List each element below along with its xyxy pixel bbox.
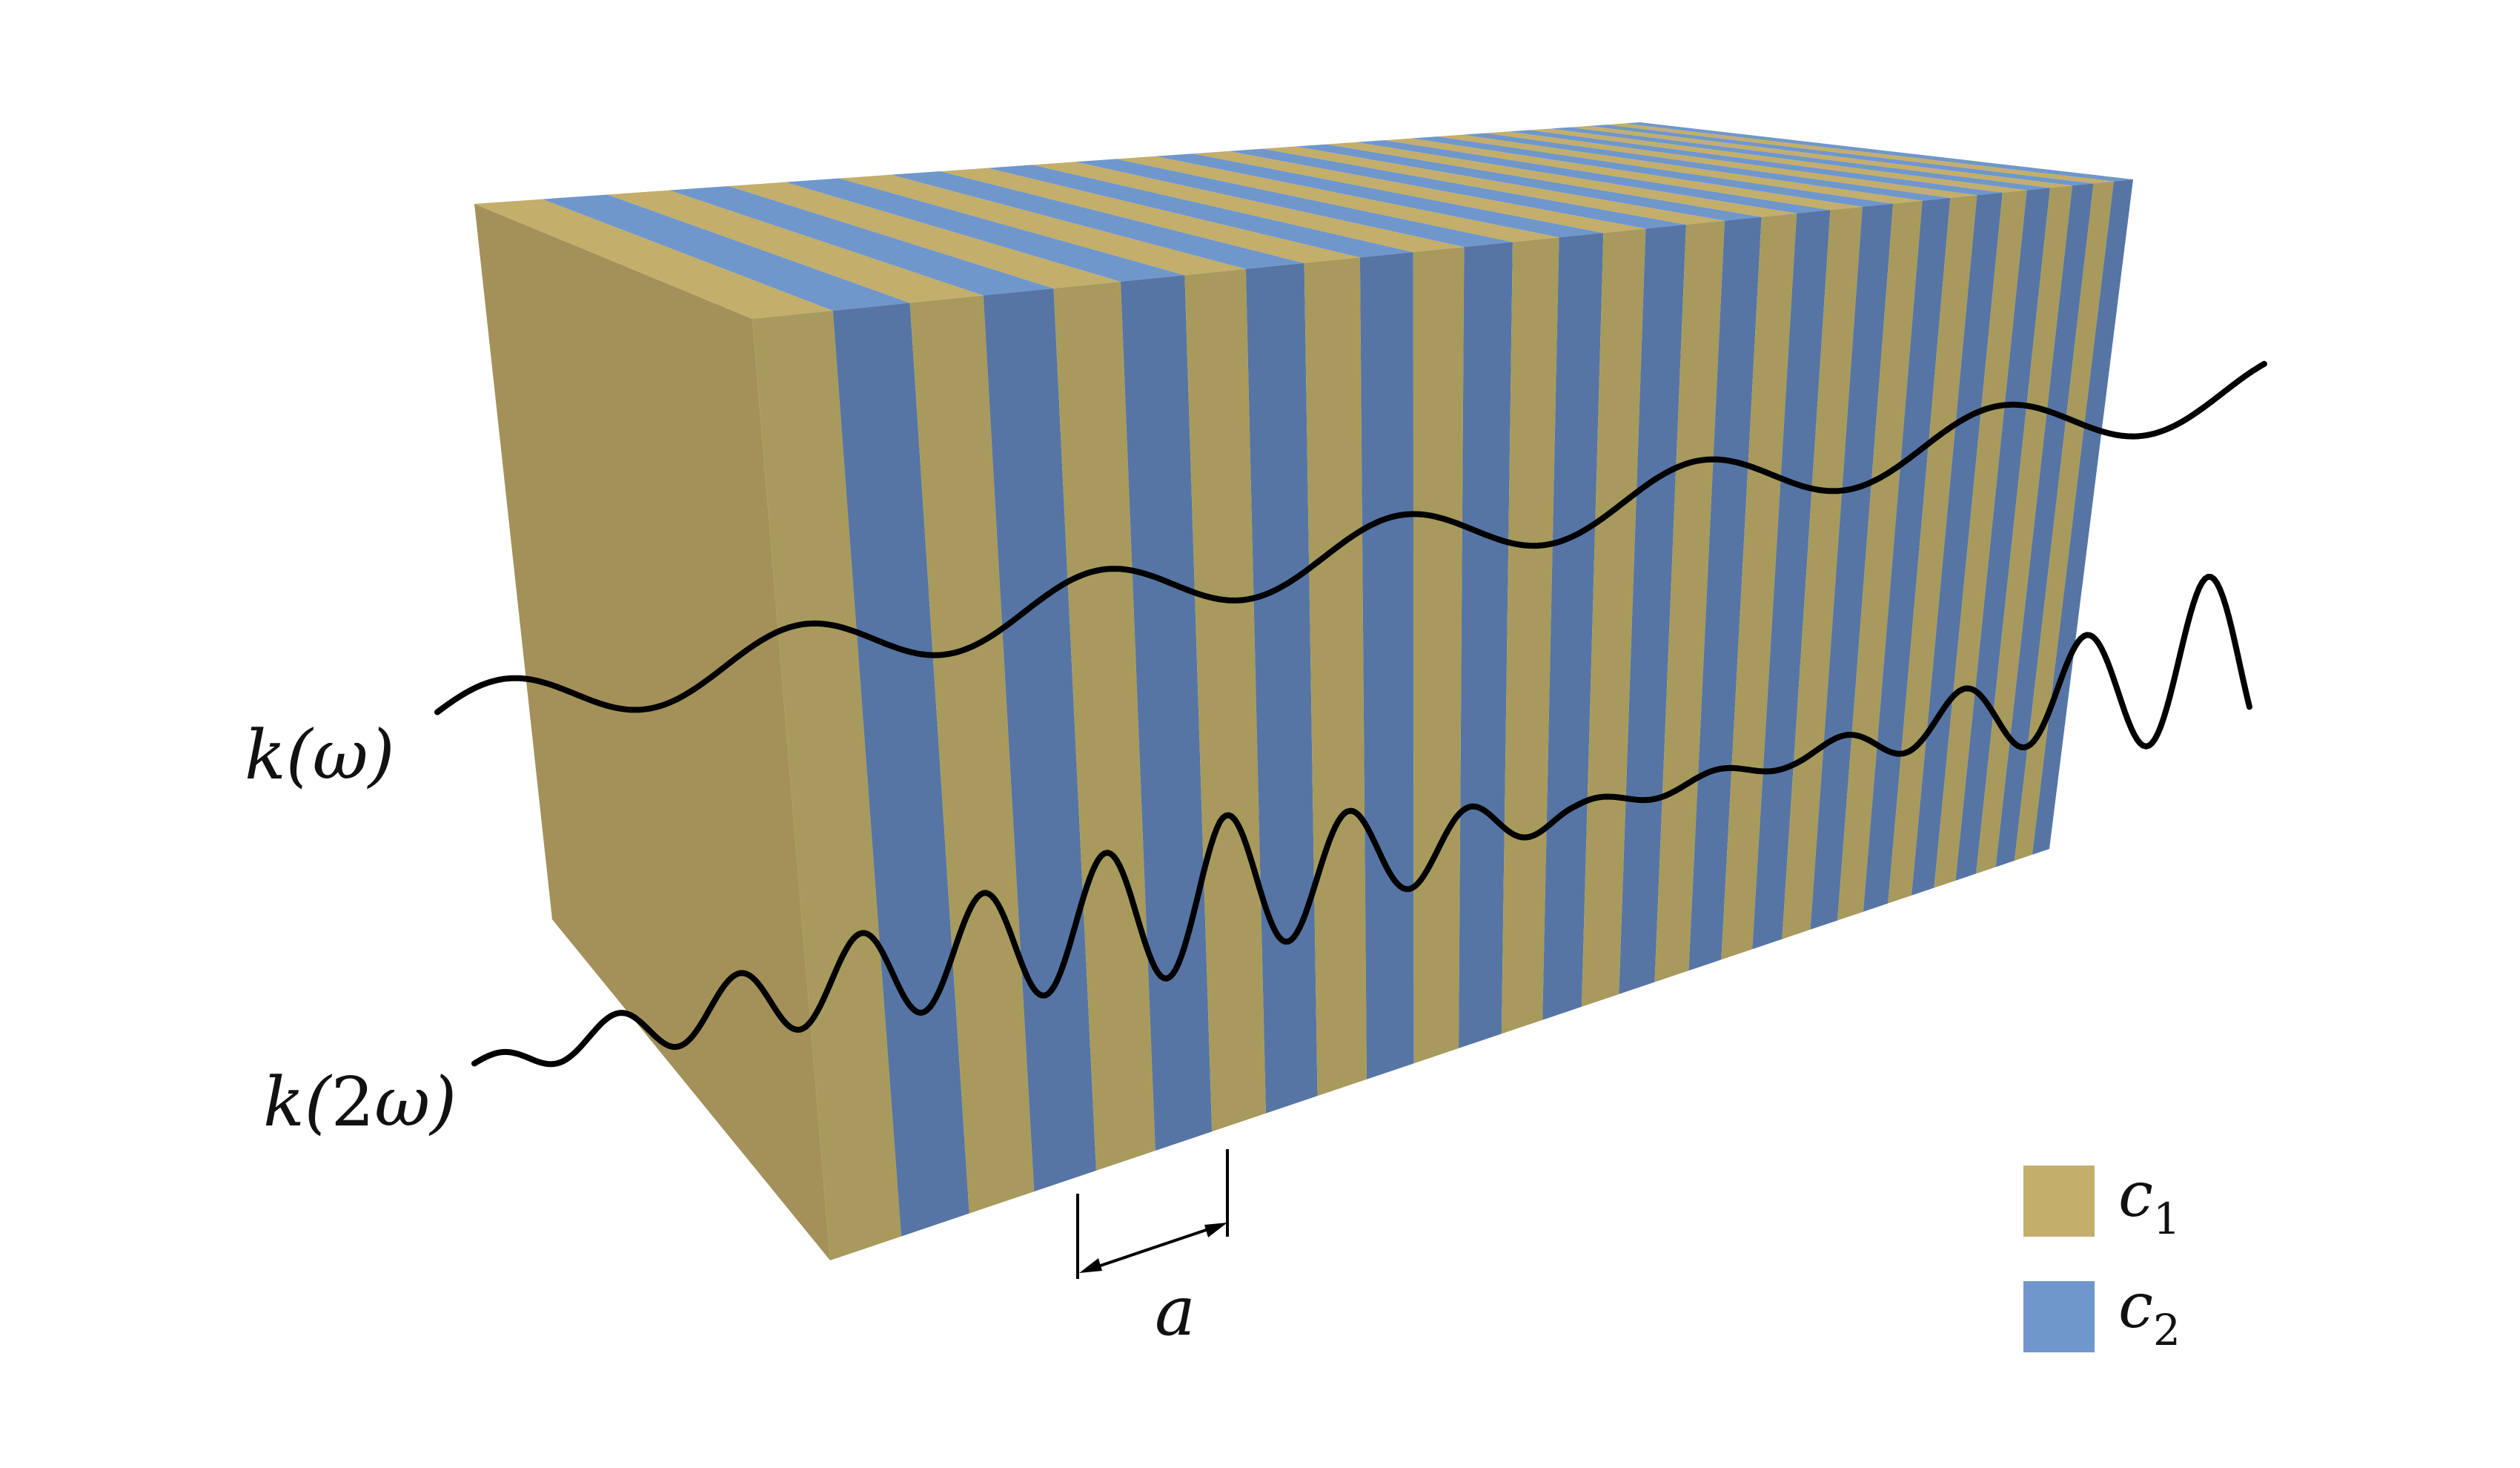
front-layer-c1	[752, 311, 902, 1261]
period-arrowhead-right	[1204, 1223, 1227, 1237]
top-layer-c2	[891, 171, 1304, 269]
front-layer-c1	[1934, 190, 2027, 888]
top-layer-c2	[1588, 125, 2094, 186]
top-layer-c1	[1262, 146, 1725, 225]
top-layer-c2	[669, 185, 1054, 296]
legend-swatch-c1	[2023, 1166, 2095, 1237]
period-label: a	[1155, 1272, 1196, 1351]
top-layer-c1	[1032, 162, 1465, 253]
front-layer-c2	[1863, 197, 1951, 912]
top-layer-c2	[1075, 159, 1513, 248]
second-harmonic-wave	[471, 574, 2252, 1068]
fundamental-wave-label: k(ω)	[245, 715, 395, 795]
front-layer-c1	[1721, 213, 1797, 960]
front-layer-c1	[909, 295, 1035, 1214]
top-layer-c2	[1228, 148, 1686, 229]
top-layer-c1	[1606, 123, 2114, 184]
front-layer-c1	[1976, 185, 2072, 874]
top-layer-c1	[1530, 128, 2027, 193]
front-layer-c1	[1053, 281, 1155, 1171]
front-layer-c1	[2014, 181, 2114, 861]
top-layer-c2	[987, 165, 1413, 258]
front-layer-c1	[1837, 200, 1923, 921]
period-arrow-line	[1089, 1225, 1218, 1271]
front-layer-c2	[1542, 233, 1604, 1020]
front-layer-c2	[1459, 242, 1513, 1048]
legend-swatch-c2	[2023, 1281, 2095, 1352]
front-layer-c1	[1304, 257, 1367, 1097]
top-layer-c1	[1437, 134, 1923, 204]
second-harmonic-wave-label: k(2ω)	[263, 1062, 457, 1142]
top-layer-c2	[1462, 133, 1951, 201]
front-layer-c2	[1995, 183, 2094, 867]
top-layer-c2	[1550, 127, 2051, 191]
top-layer-c1	[474, 199, 833, 319]
top-layer-c2	[1508, 130, 2003, 196]
block-top-face-layers	[474, 122, 2133, 319]
legend-label-c1: c1	[2118, 1158, 2181, 1244]
block-front-face-layers	[752, 179, 2133, 1261]
top-layer-c1	[1570, 125, 2072, 188]
top-layer-c1	[839, 174, 1246, 276]
top-layer-c1	[607, 190, 984, 303]
top-layer-c2	[1155, 153, 1604, 238]
front-layer-c1	[1888, 195, 1977, 904]
front-layer-c1	[1413, 247, 1465, 1064]
front-layer-c2	[1810, 203, 1894, 930]
front-layer-c1	[1782, 206, 1863, 939]
top-layer-c2	[542, 194, 910, 311]
top-layer-c2	[785, 178, 1185, 282]
front-layer-c2	[1955, 188, 2051, 881]
top-layer-c1	[1326, 142, 1797, 217]
front-layer-c1	[1581, 228, 1646, 1007]
top-layer-c1	[940, 168, 1360, 263]
period-arrowhead-left	[1079, 1258, 1102, 1273]
front-layer-c1	[1184, 268, 1266, 1132]
legend: c1 c2	[2023, 1158, 2181, 1355]
front-layer-c2	[1752, 210, 1831, 950]
legend-label-c2: c2	[2118, 1269, 2181, 1355]
front-layer-c2	[983, 288, 1096, 1192]
top-layer-c1	[1193, 151, 1646, 234]
top-layer-c2	[1411, 136, 1894, 207]
top-layer-c2	[1356, 140, 1831, 214]
top-layer-c1	[1485, 131, 1977, 198]
top-layer-c2	[1295, 144, 1762, 221]
top-layer-c1	[1116, 156, 1559, 242]
top-layer-c2	[1623, 122, 2133, 182]
front-layer-c2	[1688, 216, 1762, 971]
top-layer-c1	[729, 182, 1121, 288]
front-layer-c2	[1359, 252, 1414, 1079]
block-left-face	[474, 204, 830, 1260]
top-layer-c1	[1385, 138, 1863, 211]
period-marker: a	[1076, 1149, 1229, 1351]
fundamental-wave	[434, 360, 2267, 715]
